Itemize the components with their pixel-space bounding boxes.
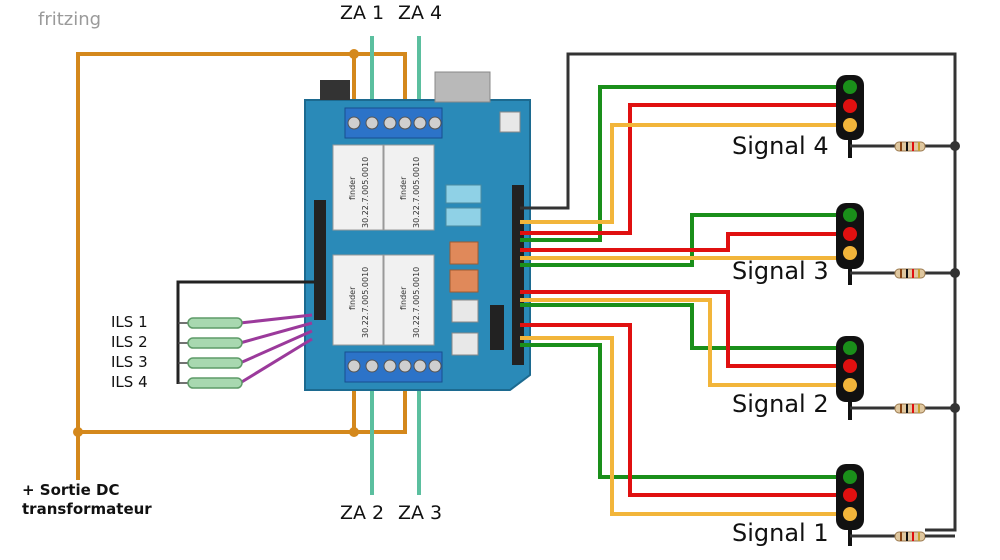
power-junction bbox=[349, 427, 359, 437]
resistor bbox=[894, 141, 926, 152]
svg-text:finder: finder bbox=[399, 286, 408, 310]
signal4-label: Signal 4 bbox=[732, 132, 829, 160]
header-left bbox=[314, 200, 326, 320]
signal-2: Signal 2 bbox=[732, 336, 926, 420]
ils2-label: ILS 2 bbox=[111, 333, 148, 351]
reed-switch-ils4 bbox=[187, 377, 243, 389]
reed-switch-ils3 bbox=[187, 357, 243, 369]
signal2-label: Signal 2 bbox=[732, 390, 829, 418]
resistor bbox=[894, 268, 926, 279]
za3-label: ZA 3 bbox=[398, 502, 442, 524]
signal1-label: Signal 1 bbox=[732, 519, 829, 547]
power-junction bbox=[349, 49, 359, 59]
fritzing-logo: fritzing bbox=[38, 9, 101, 30]
resistor bbox=[894, 531, 926, 542]
za4-label: ZA 4 bbox=[398, 2, 442, 24]
ils3-label: ILS 3 bbox=[111, 353, 148, 371]
za1-label: ZA 1 bbox=[340, 2, 384, 24]
signal-wires bbox=[520, 52, 957, 532]
ils-switches: ILS 1 ILS 2 ILS 3 ILS 4 bbox=[111, 313, 313, 391]
signal3-label: Signal 3 bbox=[732, 257, 829, 285]
signal-3: Signal 3 bbox=[732, 203, 926, 285]
ils1-label: ILS 1 bbox=[111, 313, 148, 331]
svg-text:30.22.7.005.0010: 30.22.7.005.0010 bbox=[361, 267, 370, 338]
ils4-label: ILS 4 bbox=[111, 373, 148, 391]
resistor bbox=[894, 403, 926, 414]
relay-module: finder finder finder finder 30.22.7.005.… bbox=[332, 144, 435, 346]
power-junction bbox=[73, 427, 83, 437]
common-wire-left bbox=[176, 280, 318, 384]
svg-text:finder: finder bbox=[348, 286, 357, 310]
svg-text:30.22.7.005.0010: 30.22.7.005.0010 bbox=[412, 157, 421, 228]
svg-text:finder: finder bbox=[399, 176, 408, 200]
dc-output-label-line2: transformateur bbox=[22, 500, 152, 518]
usb-connector bbox=[434, 71, 491, 103]
signal-1: Signal 1 bbox=[732, 464, 955, 547]
arduino-relay-shield: finder finder finder finder 30.22.7.005.… bbox=[304, 71, 531, 391]
signal-4: Signal 4 bbox=[732, 75, 926, 160]
dc-output-label-line1: + Sortie DC bbox=[22, 481, 119, 499]
reed-switch-ils1 bbox=[187, 317, 243, 329]
power-jack bbox=[320, 80, 350, 100]
header-right bbox=[512, 185, 524, 365]
reed-switch-ils2 bbox=[187, 337, 243, 349]
svg-text:finder: finder bbox=[348, 176, 357, 200]
svg-text:30.22.7.005.0010: 30.22.7.005.0010 bbox=[361, 157, 370, 228]
common-wire-junctions bbox=[950, 141, 960, 413]
svg-text:30.22.7.005.0010: 30.22.7.005.0010 bbox=[412, 267, 421, 338]
za2-label: ZA 2 bbox=[340, 502, 384, 524]
